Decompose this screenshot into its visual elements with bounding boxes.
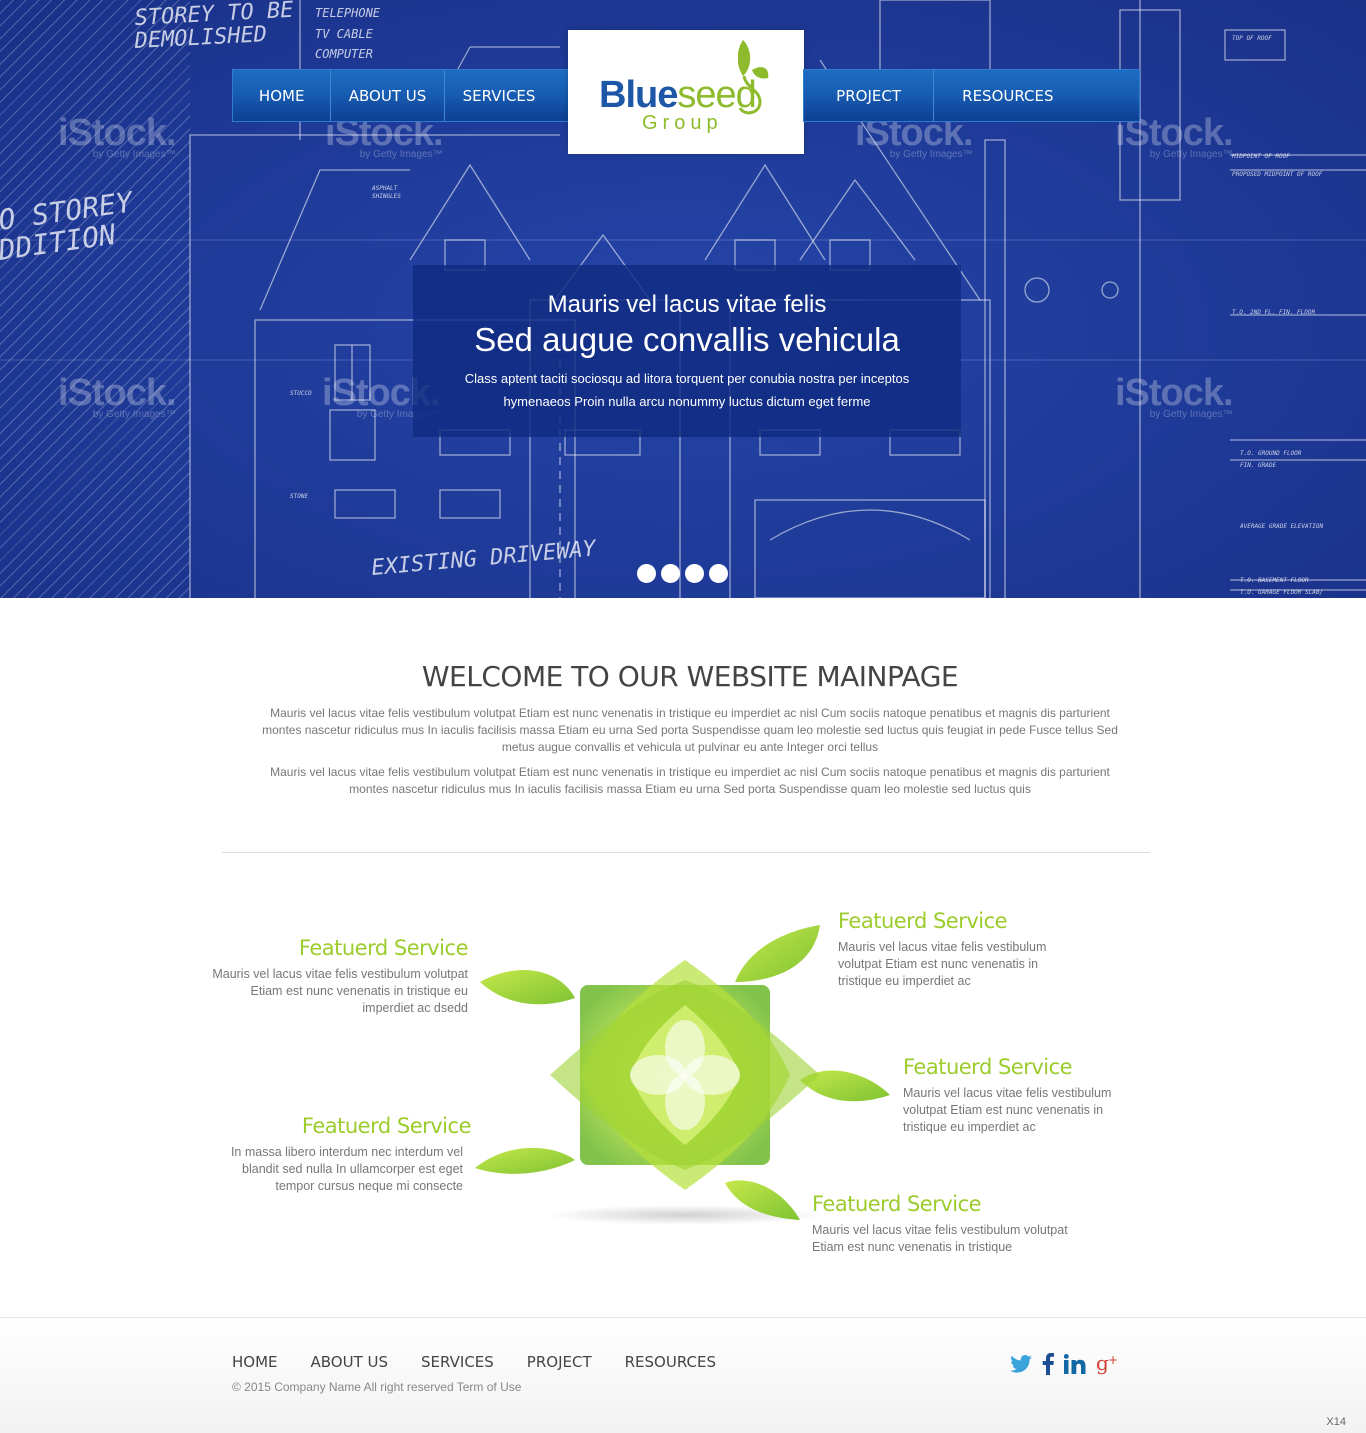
svg-text:T.O. BASEMENT FLOOR: T.O. BASEMENT FLOOR (1240, 577, 1309, 584)
logo-wordmark: Blueseed (599, 74, 757, 116)
facebook-icon[interactable] (1042, 1353, 1054, 1380)
svg-text:STUCCO: STUCCO (290, 390, 312, 397)
svg-text:EXISTING DRIVEWAY: EXISTING DRIVEWAY (370, 536, 598, 581)
svg-text:+: + (1108, 1353, 1118, 1367)
feature-text: Mauris vel lacus vitae felis vestibulum … (812, 1223, 1068, 1254)
svg-text:AVERAGE GRADE ELEVATION: AVERAGE GRADE ELEVATION (1239, 523, 1323, 530)
svg-text:MIDPOINT OF ROOF: MIDPOINT OF ROOF (1231, 153, 1290, 160)
slide-dot-1[interactable] (637, 564, 656, 583)
hero-text: Class aptent taciti sociosqu ad litora t… (464, 371, 910, 409)
slide-dot-3[interactable] (685, 564, 704, 583)
welcome-paragraph-1: Mauris vel lacus vitae felis vestibulum … (262, 706, 1118, 754)
blueseed-logo[interactable]: Blueseed Group (568, 30, 804, 154)
logo-subtitle: Group (642, 112, 723, 134)
svg-text:PROPOSED MIDPOINT OF ROOF: PROPOSED MIDPOINT OF ROOF (1232, 171, 1323, 178)
feature-text: Mauris vel lacus vitae felis vestibulum … (903, 1086, 1112, 1134)
welcome-heading: WELCOME TO OUR WEBSITE MAINPAGE (421, 660, 959, 693)
social-links: g+ (1010, 1351, 1120, 1381)
hero-subtitle: Mauris vel lacus vitae felis (547, 291, 827, 318)
footer-nav: HOME ABOUT US SERVICES PROJECT RESOURCES (232, 1353, 749, 1371)
footer-link-project[interactable]: PROJECT (526, 1353, 592, 1371)
svg-text:ASPHALT: ASPHALT (371, 185, 398, 192)
svg-text:T.O. GARAGE FLOOR SLAB/: T.O. GARAGE FLOOR SLAB/ (1240, 589, 1323, 596)
slider-pagination (637, 564, 728, 583)
svg-text:SHINGLES: SHINGLES (372, 193, 401, 200)
corner-label: X14 (1326, 1416, 1346, 1428)
feature-title: Featuerd Service (903, 1055, 1073, 1079)
nav-about-us[interactable]: ABOUT US (331, 70, 445, 121)
feature-title: Featuerd Service (812, 1192, 982, 1216)
footer-link-resources[interactable]: RESOURCES (624, 1353, 716, 1371)
green-flower-illustration (475, 925, 890, 1225)
svg-text:STONE: STONE (290, 493, 308, 500)
linkedin-icon[interactable] (1063, 1354, 1086, 1379)
feature-item-3: Featuerd Service Mauris vel lacus vitae … (903, 1055, 1118, 1136)
feature-title: Featuerd Service (301, 1114, 472, 1138)
feature-item-2: Featuerd Service Mauris vel lacus vitae … (838, 909, 1053, 990)
svg-text:TV CABLE: TV CABLE (315, 27, 374, 41)
feature-title: Featuerd Service (298, 936, 469, 960)
svg-text:T.O. GROUND FLOOR: T.O. GROUND FLOOR (1240, 450, 1302, 457)
svg-text:TOP OF ROOF: TOP OF ROOF (1232, 35, 1272, 42)
main-nav-left: HOME ABOUT US SERVICES (232, 69, 569, 122)
svg-text:COMPUTER: COMPUTER (315, 47, 373, 61)
feature-text: Mauris vel lacus vitae felis vestibulum … (838, 940, 1047, 988)
footer-link-home[interactable]: HOME (232, 1353, 278, 1371)
feature-item-5: Featuerd Service Mauris vel lacus vitae … (812, 1192, 1077, 1256)
svg-text:T.O. 2ND FL. FIN. FLOOR: T.O. 2ND FL. FIN. FLOOR (1232, 309, 1315, 316)
footer: HOME ABOUT US SERVICES PROJECT RESOURCES… (0, 1317, 1366, 1433)
main-nav-right: PROJECT RESOURCES (803, 69, 1140, 122)
svg-text:FIN. GRADE: FIN. GRADE (1240, 462, 1277, 469)
hero-title: Sed augue convallis vehicula (474, 321, 900, 358)
welcome-section: WELCOME TO OUR WEBSITE MAINPAGE Mauris v… (250, 660, 1130, 798)
google-plus-icon[interactable]: g+ (1096, 1351, 1120, 1381)
istock-watermark: iStock.by Getty Images™ (58, 372, 177, 420)
hero-caption: Mauris vel lacus vitae felis Sed augue c… (413, 265, 961, 437)
slide-dot-4[interactable] (709, 564, 728, 583)
feature-item-1: Featuerd Service Mauris vel lacus vitae … (210, 936, 468, 1017)
slide-dot-2[interactable] (661, 564, 680, 583)
welcome-paragraph-2: Mauris vel lacus vitae felis vestibulum … (270, 765, 1110, 796)
istock-watermark: iStock.by Getty Images™ (1115, 372, 1234, 420)
istock-watermark: iStock.by Getty Images™ (1115, 112, 1234, 160)
svg-text:g: g (1096, 1352, 1109, 1375)
feature-item-4: Featuerd Service In massa libero interdu… (228, 1114, 472, 1195)
feature-text: Mauris vel lacus vitae felis vestibulum … (212, 967, 468, 1015)
nav-services[interactable]: SERVICES (462, 86, 536, 105)
twitter-icon[interactable] (1010, 1355, 1032, 1378)
istock-watermark: iStock.by Getty Images™ (58, 112, 177, 160)
feature-title: Featuerd Service (838, 909, 1008, 933)
footer-link-services[interactable]: SERVICES (421, 1353, 494, 1371)
section-divider (222, 852, 1150, 853)
copyright-text: © 2015 Company Name All right reserved T… (232, 1380, 522, 1394)
sprout-icon (738, 40, 769, 115)
feature-text: In massa libero interdum nec interdum ve… (230, 1145, 463, 1193)
footer-link-about-us[interactable]: ABOUT US (310, 1353, 389, 1371)
nav-home[interactable]: HOME (233, 70, 332, 121)
nav-project[interactable]: PROJECT (804, 70, 935, 121)
svg-text:TELEPHONE: TELEPHONE (315, 6, 381, 20)
nav-resources[interactable]: RESOURCES (962, 86, 1054, 105)
